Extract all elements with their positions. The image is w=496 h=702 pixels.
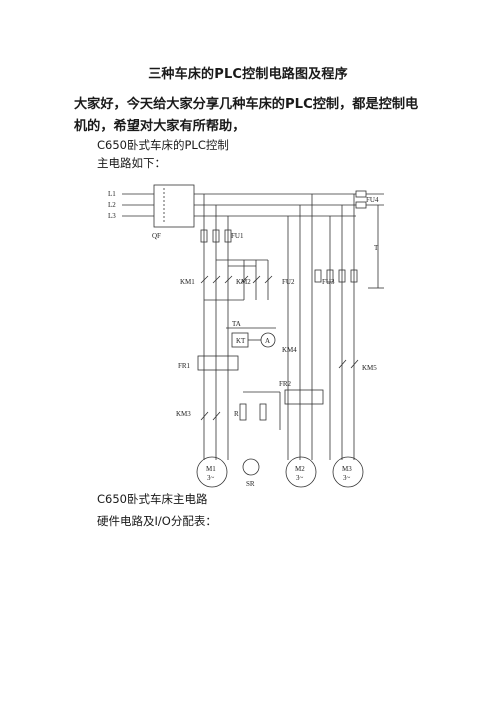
section-heading: C650卧式车床的PLC控制: [97, 138, 229, 152]
label-ta: TA: [232, 320, 241, 328]
label-a: A: [265, 337, 270, 345]
main-circuit-svg: L1 L2 L3 QF FU1 FU4 T KM1 KM2 FU2 FU3 TA…: [108, 184, 384, 488]
label-fu3: FU3: [322, 278, 335, 286]
m1-motor: [196, 456, 228, 488]
document-title: 三种车床的PLC控制电路图及程序: [148, 67, 348, 82]
intro-paragraph: 大家好，今天给大家分享几种车床的PLC控制，都是控制电机的，希望对大家有所帮助，: [74, 97, 419, 134]
circuit-diagram: L1 L2 L3 QF FU1 FU4 T KM1 KM2 FU2 FU3 TA…: [108, 180, 384, 494]
label-l1: L1: [108, 190, 116, 198]
label-m3-sub: 3~: [343, 474, 351, 482]
io-table-heading: 硬件电路及I/O分配表：: [97, 514, 217, 528]
label-km5: KM5: [362, 364, 377, 372]
m2-motor: [285, 456, 317, 488]
label-fu1: FU1: [231, 232, 244, 240]
label-m3: M3: [342, 465, 352, 473]
label-km2: KM2: [236, 278, 251, 286]
label-r: R: [234, 410, 239, 418]
label-qf: QF: [152, 232, 161, 240]
label-sr: SR: [246, 480, 255, 488]
label-fr2: FR2: [279, 380, 292, 388]
label-fu2: FU2: [282, 278, 295, 286]
label-kt: KT: [236, 337, 246, 345]
label-m2-sub: 3~: [296, 474, 304, 482]
label-l2: L2: [108, 201, 116, 209]
label-m1-sub: 3~: [207, 474, 215, 482]
label-m1: M1: [206, 465, 216, 473]
label-t: T: [374, 244, 379, 252]
diagram-caption: C650卧式车床主电路: [97, 492, 208, 506]
label-km4: KM4: [282, 346, 297, 354]
main-circuit-label: 主电路如下：: [97, 156, 166, 170]
label-fu4: FU4: [366, 196, 379, 204]
label-l3: L3: [108, 212, 116, 220]
m3-motor: [332, 456, 364, 488]
label-km3: KM3: [176, 410, 191, 418]
label-fr1: FR1: [178, 362, 191, 370]
label-km1: KM1: [180, 278, 195, 286]
sr-sensor: [242, 458, 260, 476]
qf-breaker: [153, 184, 195, 228]
label-m2: M2: [295, 465, 305, 473]
